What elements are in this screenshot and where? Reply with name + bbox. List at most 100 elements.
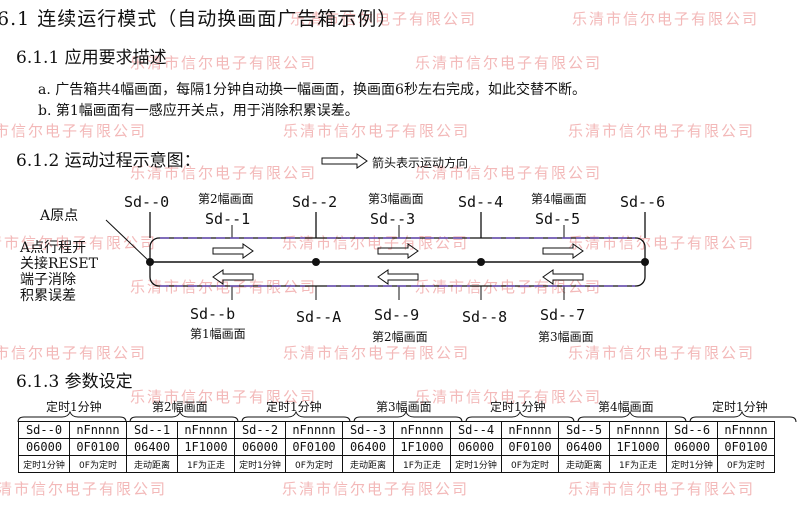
brace-label: 定时1分钟	[490, 400, 546, 414]
arrow-legend: 箭头表示运动方向	[372, 156, 469, 170]
top-picture-label: 第4幅画面	[531, 192, 587, 206]
sd-b-label: Sd--b	[190, 305, 236, 323]
table-cell: Sd--3	[342, 421, 394, 439]
sd-3-label: Sd--3	[370, 210, 416, 228]
table-cell: 1F为正走	[177, 455, 235, 473]
table-cell: 0F0100	[69, 438, 127, 456]
table-row: 定时1分钟 0F为定时 走动距离 1F为正走 定时1分钟 0F为定时 走动距离 …	[18, 455, 775, 473]
brace-label: 第3幅画面	[376, 400, 432, 414]
watermark: 乐清市信尔电子有限公司	[415, 164, 603, 182]
heading-612: 6.1.2 运动过程示意图：	[16, 151, 201, 171]
top-picture-label: 第2幅画面	[198, 192, 254, 206]
top-picture-label: 第3幅画面	[368, 192, 424, 206]
table-cell: 定时1分钟	[18, 455, 70, 473]
table-cell: 1F1000	[177, 438, 235, 456]
watermark: 乐清市信尔电子有限公司	[290, 10, 478, 28]
table-cell: 定时1分钟	[666, 455, 718, 473]
a-origin-description: A点行程开 关接RESET 端子消除 积累误差	[20, 240, 98, 304]
table-cell: 0F为定时	[717, 455, 775, 473]
sd-2-label: Sd--2	[292, 193, 338, 211]
watermark: 乐清市信尔电子有限公司	[0, 480, 168, 498]
table-cell: Sd--4	[450, 421, 502, 439]
watermark: 乐清市信尔电子有限公司	[415, 54, 603, 72]
table-cell: 走动距离	[126, 455, 178, 473]
watermark: 乐清市信尔电子有限公司	[130, 54, 318, 72]
table-cell: 06400	[558, 438, 610, 456]
brace-label: 定时1分钟	[266, 400, 322, 414]
bottom-picture-label: 第2幅画面	[372, 330, 428, 344]
brace-label: 第4幅画面	[598, 400, 654, 414]
table-cell: 走动距离	[342, 455, 394, 473]
watermark: 乐清市信尔电子有限公司	[0, 344, 148, 362]
watermark: 乐清市信尔电子有限公司	[568, 122, 756, 140]
heading-613: 6.1.3 参数设定	[16, 372, 133, 392]
table-cell: nFnnnn	[393, 421, 451, 439]
section-title: 6.1 连续运行模式（自动换画面广告箱示例）	[0, 8, 398, 30]
watermark: 乐清市信尔电子有限公司	[572, 10, 760, 28]
table-cell: nFnnnn	[285, 421, 343, 439]
sd-0-label: Sd--0	[124, 193, 170, 211]
watermark: 乐清市信尔电子有限公司	[130, 164, 318, 182]
watermark: 乐清市信尔电子有限公司	[283, 122, 471, 140]
table-cell: 0F0100	[285, 438, 343, 456]
watermark: 乐清市信尔电子有限公司	[130, 388, 318, 406]
bottom-picture-label: 第3幅画面	[538, 330, 594, 344]
sd-a-label: Sd--A	[296, 308, 342, 326]
table-cell: nFnnnn	[609, 421, 667, 439]
sd-1-label: Sd--1	[205, 210, 251, 228]
table-cell: 1F为正走	[393, 455, 451, 473]
requirement-a: a. 广告箱共4幅画面，每隔1分钟自动换一幅画面，换画面6秒左右完成，如此交替不…	[38, 82, 586, 98]
table-cell: 1F1000	[393, 438, 451, 456]
table-cell: nFnnnn	[717, 421, 775, 439]
sd-4-label: Sd--4	[458, 193, 504, 211]
watermark: 乐清市信尔电子有限公司	[568, 344, 756, 362]
table-cell: 06400	[126, 438, 178, 456]
table-cell: nFnnnn	[177, 421, 235, 439]
table-cell: 06000	[666, 438, 718, 456]
requirement-b: b. 第1幅画面有一感应开关点，用于消除积累误差。	[38, 103, 359, 119]
watermark: 乐清市信尔电子有限公司	[0, 234, 158, 252]
parameter-table: Sd--0 nFnnnn Sd--1 nFnnnn Sd--2 nFnnnn S…	[18, 421, 775, 473]
table-cell: 0F为定时	[501, 455, 559, 473]
table-cell: Sd--0	[18, 421, 70, 439]
watermark: 乐清市信尔电子有限公司	[568, 480, 756, 498]
sd-5-label: Sd--5	[535, 210, 581, 228]
table-cell: 06400	[342, 438, 394, 456]
table-cell: Sd--2	[234, 421, 286, 439]
brace-label: 定时1分钟	[712, 400, 768, 414]
watermark: 乐清市信尔电子有限公司	[415, 278, 603, 296]
table-cell: 走动距离	[558, 455, 610, 473]
watermark: 乐清市信尔电子有限公司	[283, 344, 471, 362]
brace-label: 第2幅画面	[152, 400, 208, 414]
parameter-braces	[17, 410, 797, 423]
watermark: 乐清市信尔电子有限公司	[130, 278, 318, 296]
table-cell: 1F为正走	[609, 455, 667, 473]
table-cell: 1F1000	[609, 438, 667, 456]
table-cell: 定时1分钟	[234, 455, 286, 473]
table-cell: 0F0100	[501, 438, 559, 456]
sd-7-label: Sd--7	[540, 306, 586, 324]
table-cell: 0F0100	[717, 438, 775, 456]
table-cell: Sd--6	[666, 421, 718, 439]
table-cell: 06000	[450, 438, 502, 456]
table-cell: nFnnnn	[501, 421, 559, 439]
a-origin-label: A原点	[40, 208, 79, 224]
table-cell: 06000	[234, 438, 286, 456]
heading-611: 6.1.1 应用要求描述	[16, 48, 167, 68]
watermark: 乐清市信尔电子有限公司	[415, 388, 603, 406]
table-cell: 0F为定时	[285, 455, 343, 473]
sd-6-label: Sd--6	[620, 193, 666, 211]
table-cell: 06000	[18, 438, 70, 456]
table-row: 06000 0F0100 06400 1F1000 06000 0F0100 0…	[18, 438, 775, 456]
sd-8-label: Sd--8	[462, 308, 508, 326]
table-cell: Sd--5	[558, 421, 610, 439]
motion-diagram	[105, 153, 649, 300]
watermark: 乐清市信尔电子有限公司	[282, 480, 470, 498]
sd-9-label: Sd--9	[374, 306, 420, 324]
table-cell: 定时1分钟	[450, 455, 502, 473]
table-cell: 0F为定时	[69, 455, 127, 473]
table-cell: nFnnnn	[69, 421, 127, 439]
watermark: 乐清市信尔电子有限公司	[0, 122, 148, 140]
bottom-picture-label: 第1幅画面	[190, 327, 246, 341]
brace-label: 定时1分钟	[46, 400, 102, 414]
